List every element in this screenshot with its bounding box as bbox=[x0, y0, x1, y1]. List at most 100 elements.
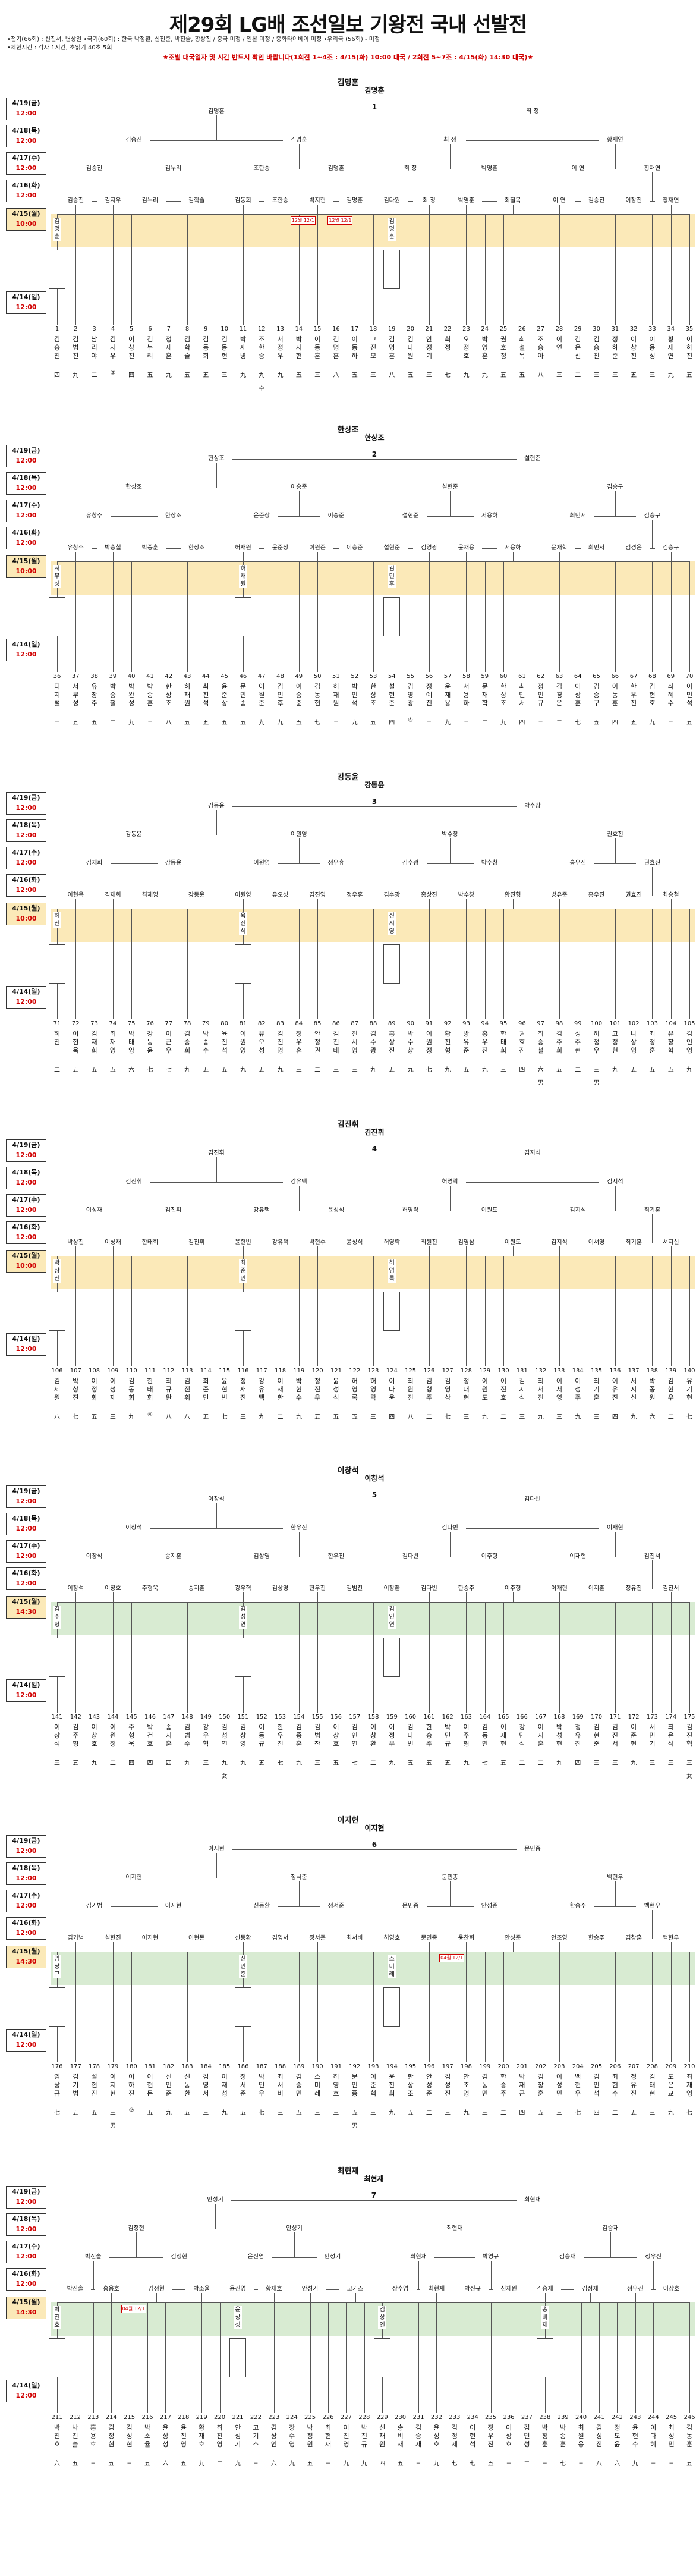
player-name: 최정 bbox=[445, 335, 451, 351]
r3-player: 최 정 bbox=[434, 137, 467, 144]
player-line bbox=[670, 214, 672, 325]
player-rank: 九 bbox=[277, 1067, 284, 1073]
bracket-line bbox=[670, 899, 672, 909]
seed-slot bbox=[383, 250, 401, 289]
r2-player: 김지석 bbox=[516, 1150, 549, 1157]
player-rank: 七 bbox=[560, 2461, 566, 2467]
player-rank: 三 bbox=[667, 1760, 674, 1767]
r5-player: 조한승 bbox=[264, 197, 297, 205]
player-rank: 九 bbox=[631, 1760, 637, 1767]
player-name: 김민석 bbox=[593, 2073, 600, 2097]
seed-slot bbox=[383, 597, 401, 636]
player-name: 허재원 bbox=[333, 683, 339, 707]
r5-player: 이상호 bbox=[655, 2286, 688, 2293]
player-rank: 九 bbox=[165, 2110, 172, 2116]
player-line bbox=[670, 1602, 672, 1713]
player-name: 나상영 bbox=[631, 1030, 637, 1054]
player-number: 14 bbox=[295, 326, 303, 332]
r4-player: 서용하 bbox=[473, 513, 506, 520]
date-label: 4/18(목) bbox=[12, 127, 40, 134]
r3-player: 한우진 bbox=[282, 1525, 315, 1532]
bracket-line bbox=[512, 899, 514, 909]
player-number: 205 bbox=[590, 2063, 603, 2070]
player-number: 171 bbox=[609, 1714, 621, 1720]
player-rank: 三 bbox=[556, 1414, 562, 1421]
player-rank: 九 bbox=[537, 1414, 544, 1421]
player-number: 238 bbox=[539, 2414, 551, 2421]
date-box: 4/17(수)12:00 bbox=[6, 1194, 46, 1217]
r4-player: 이승준 bbox=[320, 513, 352, 520]
player-line bbox=[652, 1602, 653, 1713]
player-rank: 四 bbox=[575, 1760, 581, 1767]
player-name: 권호정 bbox=[500, 335, 507, 360]
bracket-line bbox=[216, 1503, 217, 1528]
player-line bbox=[346, 2302, 347, 2413]
player-number: 154 bbox=[293, 1714, 305, 1720]
player-number: 240 bbox=[575, 2414, 587, 2421]
player-rank: 九 bbox=[445, 1067, 451, 1073]
player-name: 문민종 bbox=[351, 2073, 358, 2097]
player-name: 김승재 bbox=[415, 2424, 422, 2448]
player-number: 232 bbox=[430, 2414, 442, 2421]
bracket-line bbox=[429, 552, 430, 561]
player-rank: 三 bbox=[593, 1414, 600, 1421]
bracket-line bbox=[670, 1942, 672, 1952]
player-number: 18 bbox=[369, 326, 377, 332]
player-line bbox=[635, 2302, 636, 2413]
date-label: 4/17(수) bbox=[12, 1892, 40, 1899]
player-number: 143 bbox=[89, 1714, 100, 1720]
player-rank: 七 bbox=[351, 1760, 358, 1767]
bracket-line bbox=[559, 552, 560, 561]
player-name: 박진규 bbox=[361, 2424, 367, 2448]
player-line bbox=[75, 1602, 77, 1713]
player-name: 임상규 bbox=[53, 2073, 61, 2097]
date-box: 4/14(일)12:00 bbox=[6, 639, 46, 661]
player-number: 230 bbox=[395, 2414, 407, 2421]
bracket-line bbox=[75, 1246, 77, 1256]
player-name: 조승아 bbox=[537, 335, 544, 360]
player-number: 26 bbox=[518, 326, 526, 332]
bracket-line bbox=[317, 899, 319, 909]
player-number: 75 bbox=[127, 1020, 136, 1027]
player-rank: 三 bbox=[351, 1067, 358, 1073]
r5-player: 유창주 bbox=[59, 545, 92, 552]
date-label: 4/18(목) bbox=[12, 1168, 40, 1176]
player-number: 227 bbox=[340, 2414, 352, 2421]
group-winner-name: 이창석 bbox=[358, 1475, 390, 1482]
player-rank: 五 bbox=[73, 720, 79, 726]
player-line bbox=[652, 1952, 653, 2062]
player-number: 83 bbox=[276, 1020, 284, 1027]
player-rank: 三 bbox=[649, 1760, 656, 1767]
player-rank: 二 bbox=[500, 2110, 507, 2116]
player-number: 17 bbox=[351, 326, 359, 332]
player-rank: 三 bbox=[240, 1414, 246, 1421]
group-title: 김진휘 bbox=[337, 1120, 359, 1129]
player-number: 48 bbox=[276, 673, 284, 680]
seed-name: 서무성 bbox=[53, 565, 61, 588]
seed-slot bbox=[234, 1638, 251, 1677]
bracket-line bbox=[466, 1592, 467, 1602]
bracket-line bbox=[410, 214, 448, 215]
date-label: 4/17(수) bbox=[12, 2242, 40, 2250]
bracket-line bbox=[540, 1602, 578, 1603]
player-name: 허영록 bbox=[351, 1377, 358, 1402]
player-line bbox=[652, 214, 653, 325]
player-rank: 九 bbox=[343, 2461, 349, 2467]
bracket-line bbox=[298, 1602, 336, 1603]
bracket-line bbox=[634, 548, 671, 549]
player-name: 이유진 bbox=[612, 1377, 618, 1402]
player-number: 226 bbox=[322, 2414, 334, 2421]
player-name: 박완성 bbox=[128, 683, 135, 707]
r4-player: 한승주 bbox=[562, 1903, 594, 1910]
seed-slot bbox=[536, 2338, 553, 2377]
player-rank: 三 bbox=[314, 372, 321, 379]
player-number: 163 bbox=[460, 1714, 473, 1720]
bracket-line bbox=[298, 561, 336, 562]
player-number: 220 bbox=[214, 2414, 226, 2421]
seed-name: 허진 bbox=[53, 912, 61, 928]
player-name: 박민우 bbox=[259, 2073, 265, 2097]
player-rank: 三 bbox=[593, 372, 600, 379]
player-rank: 四 bbox=[612, 1414, 618, 1421]
player-number: 223 bbox=[268, 2414, 280, 2421]
r4-player: 김승구 bbox=[636, 513, 669, 520]
